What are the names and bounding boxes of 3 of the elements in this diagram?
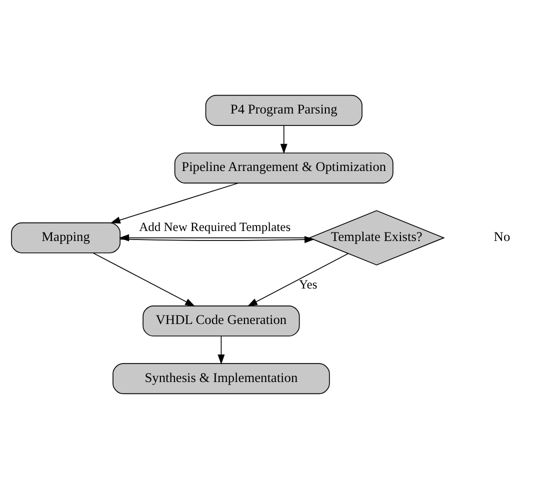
label: No	[494, 228, 510, 244]
edge-label: Add New Required Templates	[139, 220, 291, 234]
edge-label: Yes	[299, 277, 318, 292]
